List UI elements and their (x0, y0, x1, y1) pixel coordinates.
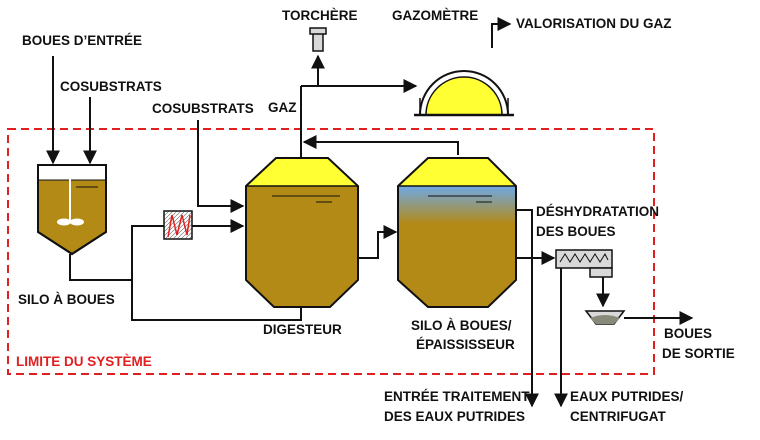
heat-exchanger-icon (163, 210, 193, 240)
label-entree-traitement-2: DES EAUX PUTRIDES (384, 409, 525, 424)
label-boues-sortie-1: BOUES (664, 326, 712, 341)
arrow-cosubstrats-2 (197, 120, 245, 213)
label-silo-boues: SILO À BOUES (18, 292, 115, 307)
label-silo-epaississeur-1: SILO À BOUES/ (411, 318, 512, 333)
pipe-recirculation (131, 280, 302, 321)
arrow-valorisation (491, 17, 512, 48)
label-eaux-putrides-2: CENTRIFUGAT (570, 409, 666, 424)
label-eaux-putrides-1: EAUX PUTRIDES/ (570, 389, 684, 404)
torch-icon (309, 27, 327, 52)
label-valorisation: VALORISATION DU GAZ (516, 16, 672, 31)
hopper (584, 310, 626, 325)
label-entree-traitement-1: ENTRÉE TRAITEMENT (384, 389, 530, 404)
label-cosubstrats-2: COSUBSTRATS (152, 101, 254, 116)
silo-a-boues (37, 164, 107, 256)
pipe-gas-to-torch (301, 54, 325, 87)
label-gazometre: GAZOMÈTRE (392, 8, 478, 23)
label-cosubstrats-1: COSUBSTRATS (60, 79, 162, 94)
label-boues-sortie-2: DE SORTIE (662, 346, 735, 361)
mixer-icon (57, 166, 84, 226)
label-silo-epaississeur-2: ÉPAISSISSEUR (416, 337, 515, 352)
label-deshydratation-1: DÉSHYDRATATION (536, 204, 659, 219)
silo-epaississeur (397, 157, 517, 308)
label-deshydratation-2: DES BOUES (536, 224, 616, 239)
pipe-eaux-putrides-out (516, 209, 539, 408)
label-torchere: TORCHÈRE (282, 8, 358, 23)
digesteur (245, 157, 359, 308)
label-gaz: GAZ (268, 100, 297, 115)
label-boues-entree: BOUES D’ENTRÉE (22, 33, 142, 48)
system-boundary (7, 128, 655, 375)
label-digesteur: DIGESTEUR (263, 322, 342, 337)
centrifuge-icon (555, 249, 613, 278)
gazometre (414, 70, 514, 117)
pipe-digester-to-epaississeur (358, 225, 398, 259)
label-limite-systeme: LIMITE DU SYSTÈME (16, 354, 152, 369)
pipe-gas-epaississeur (302, 135, 459, 155)
